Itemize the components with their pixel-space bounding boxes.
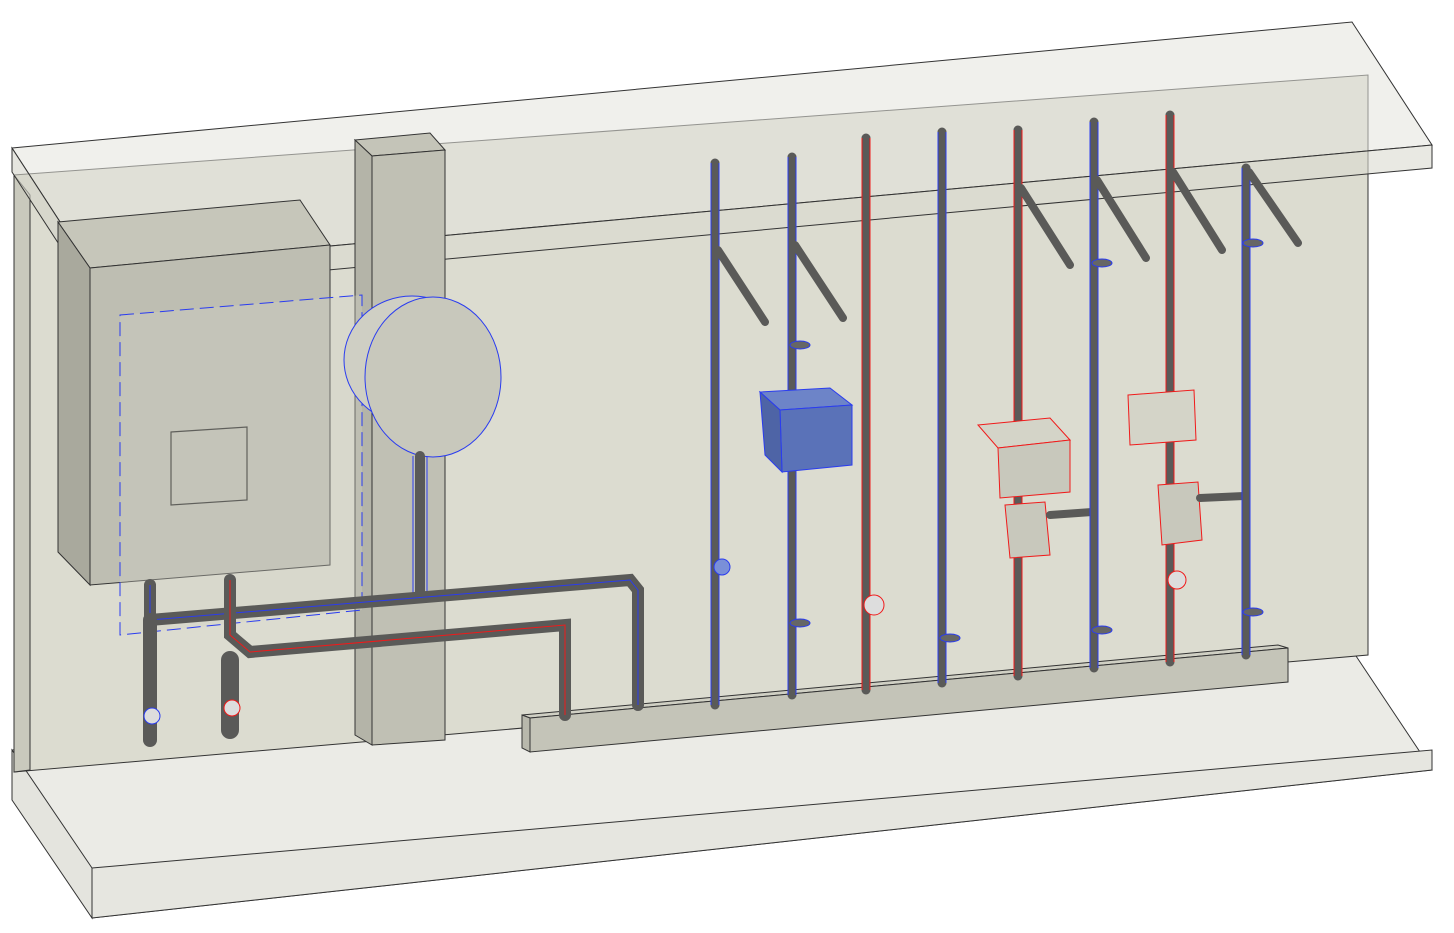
floor-slab[interactable] [11,649,1433,920]
riser-hot-3[interactable] [1127,110,1248,667]
riser-cold-4[interactable] [1089,117,1150,673]
riser-cold-3[interactable] [937,127,961,688]
panel-piping[interactable] [143,573,644,747]
riser-hot-2[interactable] [976,125,1096,681]
riser-cold-1[interactable] [710,158,769,710]
electrical-panel[interactable] [57,199,363,636]
riser-cold-5[interactable] [1241,163,1302,660]
selected-pump[interactable] [758,387,854,474]
riser-hot-1[interactable] [861,133,885,695]
panel-door [170,426,248,506]
expansion-tank[interactable] [343,295,502,603]
